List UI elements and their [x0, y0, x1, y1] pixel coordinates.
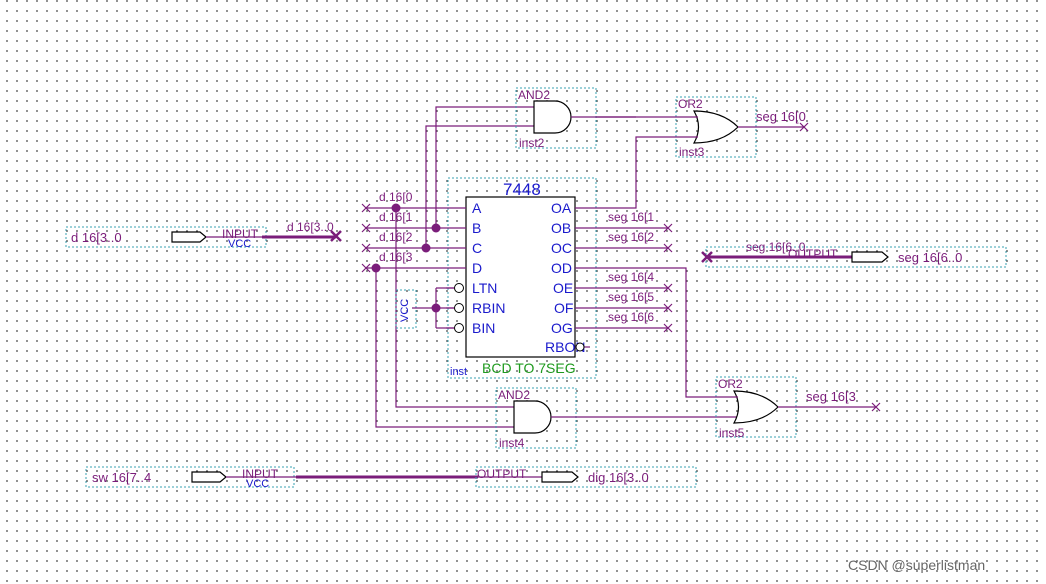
input-wires: [361, 106, 534, 428]
pin-d-label: D: [472, 260, 482, 276]
net-label-d1: d 16[1: [379, 210, 413, 224]
pin-og-label: OG: [551, 320, 573, 336]
or-gate-inst5[interactable]: OR2 inst5: [604, 267, 881, 440]
net-label-seg3: seg 16[3: [806, 389, 856, 404]
seg2-end-x: [663, 243, 673, 253]
seg4-end-x: [663, 283, 673, 293]
output-port-seg[interactable]: seg 16[6..0 OUTPUT seg 16[6..0: [701, 240, 1007, 268]
or-bottom-inst: inst5: [719, 426, 745, 440]
pin-oc-label: OC: [551, 240, 572, 256]
ltn-bubble: [454, 283, 464, 293]
and-top-body: [533, 100, 572, 134]
or-gate-inst3[interactable]: OR2 inst3: [596, 96, 809, 209]
pin-c-label: C: [472, 240, 482, 256]
chip-inst-label: inst: [450, 366, 467, 378]
net-label-seg-bus: seg 16[6..0: [746, 240, 806, 254]
vcc-tie: VCC: [395, 287, 454, 329]
rbon-bubble: [575, 342, 585, 352]
or-top-body: [692, 110, 739, 144]
net-label-seg2: seg 16[2: [608, 230, 654, 244]
net-label-seg4: seg 16[4: [608, 270, 654, 284]
pin-od-label: OD: [551, 260, 572, 276]
output-dig-symbol: [541, 471, 579, 483]
net-label-seg6: seg 16[6: [608, 310, 654, 324]
chip-title: 7448: [503, 180, 541, 199]
pin-bin-label: BIN: [472, 320, 495, 336]
input-sw-name: sw 16[7..4: [92, 470, 151, 485]
input-port-d[interactable]: d 16[3..0 INPUT VCC d 16[3..0: [65, 220, 342, 250]
vcc-vertical-label: VCC: [399, 299, 411, 322]
net-label-seg5: seg 16[5: [608, 290, 654, 304]
or-bottom-type: OR2: [718, 377, 743, 391]
or-bottom-body: [732, 390, 779, 424]
chip-body: [465, 196, 576, 358]
chip-7448[interactable]: 7448 BCD TO 7SEG inst A B C D LTN RBIN B…: [446, 177, 668, 379]
input-d-kind: INPUT: [222, 227, 259, 241]
net-label-d2: d 16[2: [379, 230, 413, 244]
pin-oa-label: OA: [551, 200, 572, 216]
net-label-d3: d 16[3: [379, 250, 413, 264]
watermark: CSDN @superlistman: [848, 557, 985, 573]
and-gate-inst4[interactable]: AND2 inst4: [495, 387, 738, 450]
pin-ltn-label: LTN: [472, 280, 497, 296]
input-sw-symbol: [191, 471, 227, 483]
bin-bubble: [454, 323, 464, 333]
pin-of-label: OF: [554, 300, 573, 316]
and-bottom-type: AND2: [498, 388, 530, 402]
pin-rbon-label: RBON: [545, 339, 585, 355]
seg5-end-x: [663, 303, 673, 313]
chip-subtitle: BCD TO 7SEG: [482, 360, 576, 376]
output-dig-kind: OUTPUT: [477, 467, 527, 481]
output-seg-kind: OUTPUT: [788, 247, 838, 261]
output-dig-name: dig 16[3..0: [588, 470, 649, 485]
net-label-seg0: seg 16[0: [756, 109, 806, 124]
and-bottom-inst: inst4: [499, 436, 525, 450]
net-label-d-bus: d 16[3..0: [287, 220, 334, 234]
output-seg-name: seg 16[6..0: [898, 250, 962, 265]
input-port-sw[interactable]: sw 16[7..4 INPUT VCC: [85, 466, 296, 490]
output-port-dig[interactable]: OUTPUT dig 16[3..0: [475, 466, 697, 488]
input-sw-vcc: VCC: [246, 478, 269, 490]
pin-rbin-label: RBIN: [472, 300, 505, 316]
input-sw-kind: INPUT: [242, 467, 279, 481]
pin-b-label: B: [472, 220, 481, 236]
output-seg-symbol: [851, 251, 889, 263]
pin-a-label: A: [472, 200, 482, 216]
seg1-end-x: [663, 223, 673, 233]
or-top-type: OR2: [678, 97, 703, 111]
pin-ob-label: OB: [551, 220, 571, 236]
input-d-name: d 16[3..0: [71, 230, 122, 245]
net-label-d0: d 16[0: [379, 190, 413, 204]
input-d-vcc: VCC: [228, 238, 251, 250]
d-bus-end-x: [330, 230, 342, 242]
chip-selection-box: [447, 177, 597, 379]
or-top-inst: inst3: [679, 145, 705, 159]
and-top-type: AND2: [518, 88, 550, 102]
seg6-end-x: [663, 323, 673, 333]
input-d-symbol: [171, 231, 207, 243]
and-bottom-body: [513, 400, 552, 434]
rbin-bubble: [454, 303, 464, 313]
and-gate-inst2[interactable]: AND2 inst2: [515, 87, 636, 150]
net-label-seg1: seg 16[1: [608, 210, 654, 224]
pin-oe-label: OE: [553, 280, 573, 296]
seg-bus-start-x: [701, 251, 713, 263]
and-top-inst: inst2: [519, 136, 545, 150]
